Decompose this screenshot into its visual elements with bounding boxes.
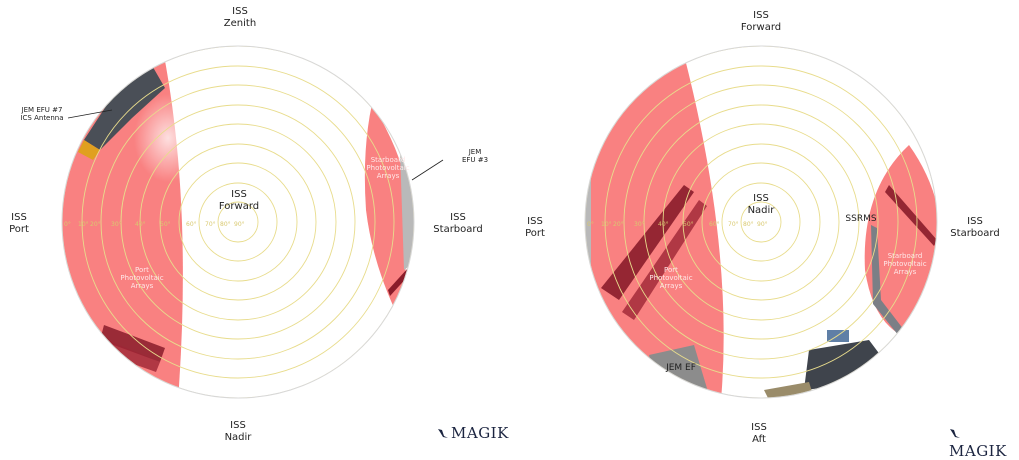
starboard-photovoltaic-array [364, 104, 410, 310]
magik-logo: MAGIK [949, 424, 1018, 460]
ssrms-label: SSRMS [845, 214, 877, 224]
magik-logo-icon [438, 429, 448, 438]
elevation-rings [62, 46, 414, 398]
left-fisheye-view: 0° 10° 20° 30° 40° 50° 60° 70° 80° 90° [61, 45, 444, 399]
angle-label: 80° [220, 221, 231, 228]
angle-label: 20° [613, 221, 624, 228]
jem-ef-label: JEM EF [666, 363, 696, 373]
right-fisheye-panel: 0° 10° 20° 30° 40° 50° 60° 70° 80° 90° I… [509, 0, 1018, 460]
elevation-angle-labels: 0° 10° 20° 30° 40° 50° 60° 70° 80° 90° [587, 221, 768, 228]
ssrms-arm [871, 225, 904, 336]
magik-logo-icon [950, 429, 960, 438]
angle-label: 10° [78, 221, 89, 228]
ics-antenna [84, 62, 165, 150]
angle-label: 0° [587, 221, 594, 228]
angle-label: 50° [160, 221, 171, 228]
angle-label: 60° [709, 221, 720, 228]
angle-label: 70° [728, 221, 739, 228]
angle-label: 80° [743, 221, 754, 228]
angle-label: 70° [205, 221, 216, 228]
station-module [804, 340, 884, 390]
angle-label: 20° [90, 221, 101, 228]
starboard-photovoltaic-array [864, 145, 937, 340]
angle-label: 30° [111, 221, 122, 228]
right-fisheye-view: 0° 10° 20° 30° 40° 50° 60° 70° 80° 90° [584, 45, 938, 399]
port-array-strip [601, 185, 694, 300]
magik-logo: MAGIK [437, 424, 509, 442]
left-fisheye-panel: 0° 10° 20° 30° 40° 50° 60° 70° 80° 90° I… [0, 0, 509, 446]
angle-label: 50° [683, 221, 694, 228]
port-array-strip [100, 325, 165, 362]
angle-label: 30° [634, 221, 645, 228]
angle-label: 40° [658, 221, 669, 228]
angle-label: 90° [234, 221, 245, 228]
elevation-rings [585, 46, 937, 398]
angle-label: 40° [135, 221, 146, 228]
angle-label: 60° [186, 221, 197, 228]
angle-label: 10° [601, 221, 612, 228]
angle-label: 0° [64, 221, 71, 228]
elevation-angle-labels: 0° 10° 20° 30° 40° 50° 60° 70° 80° 90° [64, 221, 245, 228]
angle-label: 90° [757, 221, 768, 228]
